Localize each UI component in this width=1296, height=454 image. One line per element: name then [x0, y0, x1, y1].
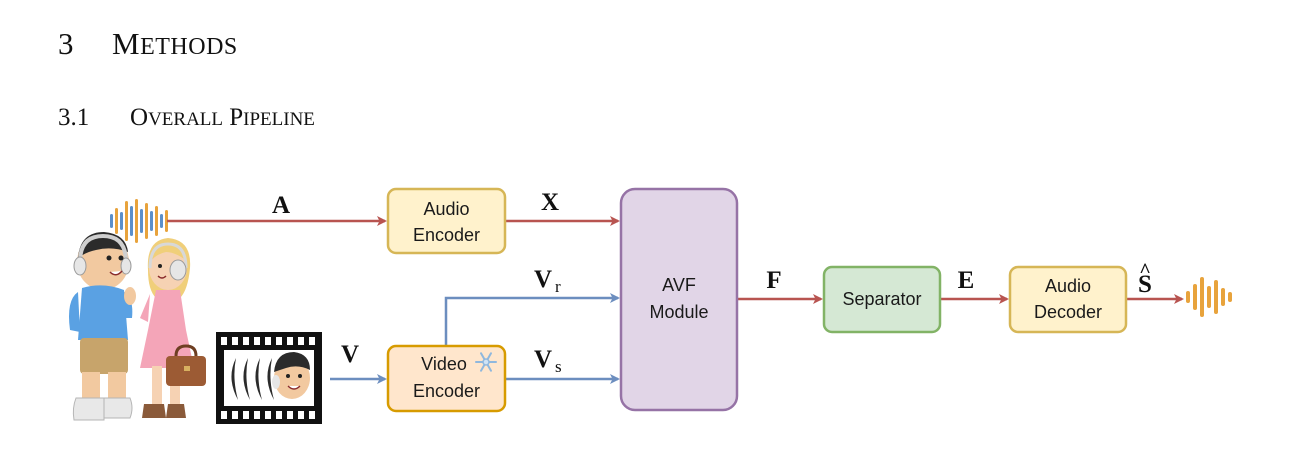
waveform-bar — [1207, 286, 1211, 308]
label-S-main: S — [1138, 271, 1152, 298]
waveform-bar — [145, 203, 148, 239]
waveform-bar — [1193, 284, 1197, 310]
waveform-bar — [1200, 277, 1204, 317]
video-encoder-label-line2: Encoder — [413, 381, 480, 401]
label-S-hat: S ^ — [1138, 260, 1152, 298]
waveform-bar — [155, 206, 158, 236]
film-sprocket — [276, 337, 282, 345]
label-E: E — [958, 267, 975, 294]
waveform-bar — [125, 201, 128, 241]
waveform-bar — [1214, 280, 1218, 314]
waveform-bar — [135, 199, 138, 243]
film-sprocket — [221, 411, 227, 419]
output-waveform-icon — [1186, 277, 1232, 317]
section-title-initial: M — [112, 26, 141, 61]
face-frames — [231, 352, 310, 400]
audio-decoder-label-line1: Audio — [1045, 276, 1091, 296]
subsection-number: 3.1 — [58, 104, 90, 131]
waveform-bar — [160, 214, 163, 228]
video-encoder-label-line1: Video — [421, 354, 467, 374]
label-S-hat-accent: ^ — [1139, 260, 1151, 282]
waveform-bar — [110, 214, 113, 228]
label-Vs: V s — [534, 346, 562, 376]
film-sprocket — [287, 337, 293, 345]
video-encoder-block: Video Encoder — [386, 344, 507, 413]
film-sprocket — [254, 411, 260, 419]
label-Vs-main: V — [534, 346, 552, 373]
separator-label: Separator — [842, 289, 921, 309]
section-number: 3 — [58, 26, 74, 61]
label-Vr: V r — [534, 266, 561, 296]
subsection-word1-initial: O — [130, 104, 149, 131]
film-sprocket — [232, 411, 238, 419]
waveform-bar — [115, 208, 118, 234]
label-Vr-sub: r — [555, 277, 561, 296]
audio-waveform-icon — [110, 199, 168, 243]
snowflake-frozen-icon — [475, 352, 497, 372]
film-sprocket — [287, 411, 293, 419]
label-Vr-main: V — [534, 266, 552, 293]
separator-block: Separator — [822, 265, 942, 334]
video-filmstrip-icon — [216, 332, 322, 424]
film-sprocket — [265, 337, 271, 345]
speakers-illustration-icon — [69, 232, 206, 421]
film-sprocket — [309, 411, 315, 419]
waveform-bar — [1228, 292, 1232, 302]
film-sprocket — [254, 337, 260, 345]
avf-module-label-line2: Module — [649, 302, 708, 322]
boy-figure — [69, 232, 136, 421]
section-title-rest: ETHODS — [140, 34, 238, 60]
label-V: V — [341, 341, 359, 368]
audio-encoder-label-line2: Encoder — [413, 225, 480, 245]
audio-decoder-label-line2: Decoder — [1034, 302, 1102, 322]
film-sprocket — [232, 337, 238, 345]
audio-encoder-label-line1: Audio — [423, 199, 469, 219]
label-F: F — [766, 267, 781, 294]
girl-figure — [140, 238, 206, 418]
film-sprocket — [298, 337, 304, 345]
avf-module-block: AVF Module — [619, 187, 739, 412]
label-X: X — [541, 189, 559, 216]
waveform-bar — [1221, 288, 1225, 306]
waveform-bar — [150, 211, 153, 231]
film-sprocket — [243, 411, 249, 419]
section-heading: 3 METHODS — [58, 26, 238, 62]
audio-encoder-block: Audio Encoder — [386, 187, 507, 255]
label-A: A — [272, 192, 290, 219]
audio-decoder-block: Audio Decoder — [1008, 265, 1128, 334]
waveform-bar — [120, 212, 123, 230]
film-sprocket — [243, 337, 249, 345]
waveform-bar — [165, 210, 168, 232]
film-sprocket — [265, 411, 271, 419]
film-sprocket — [221, 337, 227, 345]
waveform-bar — [140, 209, 143, 233]
waveform-bar — [1186, 291, 1190, 303]
subsection-word1-rest: VERALL — [148, 109, 223, 130]
film-sprocket — [309, 337, 315, 345]
film-sprocket — [298, 411, 304, 419]
subsection-word2-rest: IPELINE — [243, 109, 315, 130]
arrow-vr-to-avf — [444, 293, 620, 346]
label-Vs-sub: s — [555, 357, 562, 376]
subsection-heading: 3.1 OVERALL PIPELINE — [58, 104, 315, 132]
waveform-bar — [130, 206, 133, 236]
film-sprocket — [276, 411, 282, 419]
subsection-word2-initial: P — [229, 104, 244, 131]
avf-module-label-line1: AVF — [662, 275, 696, 295]
